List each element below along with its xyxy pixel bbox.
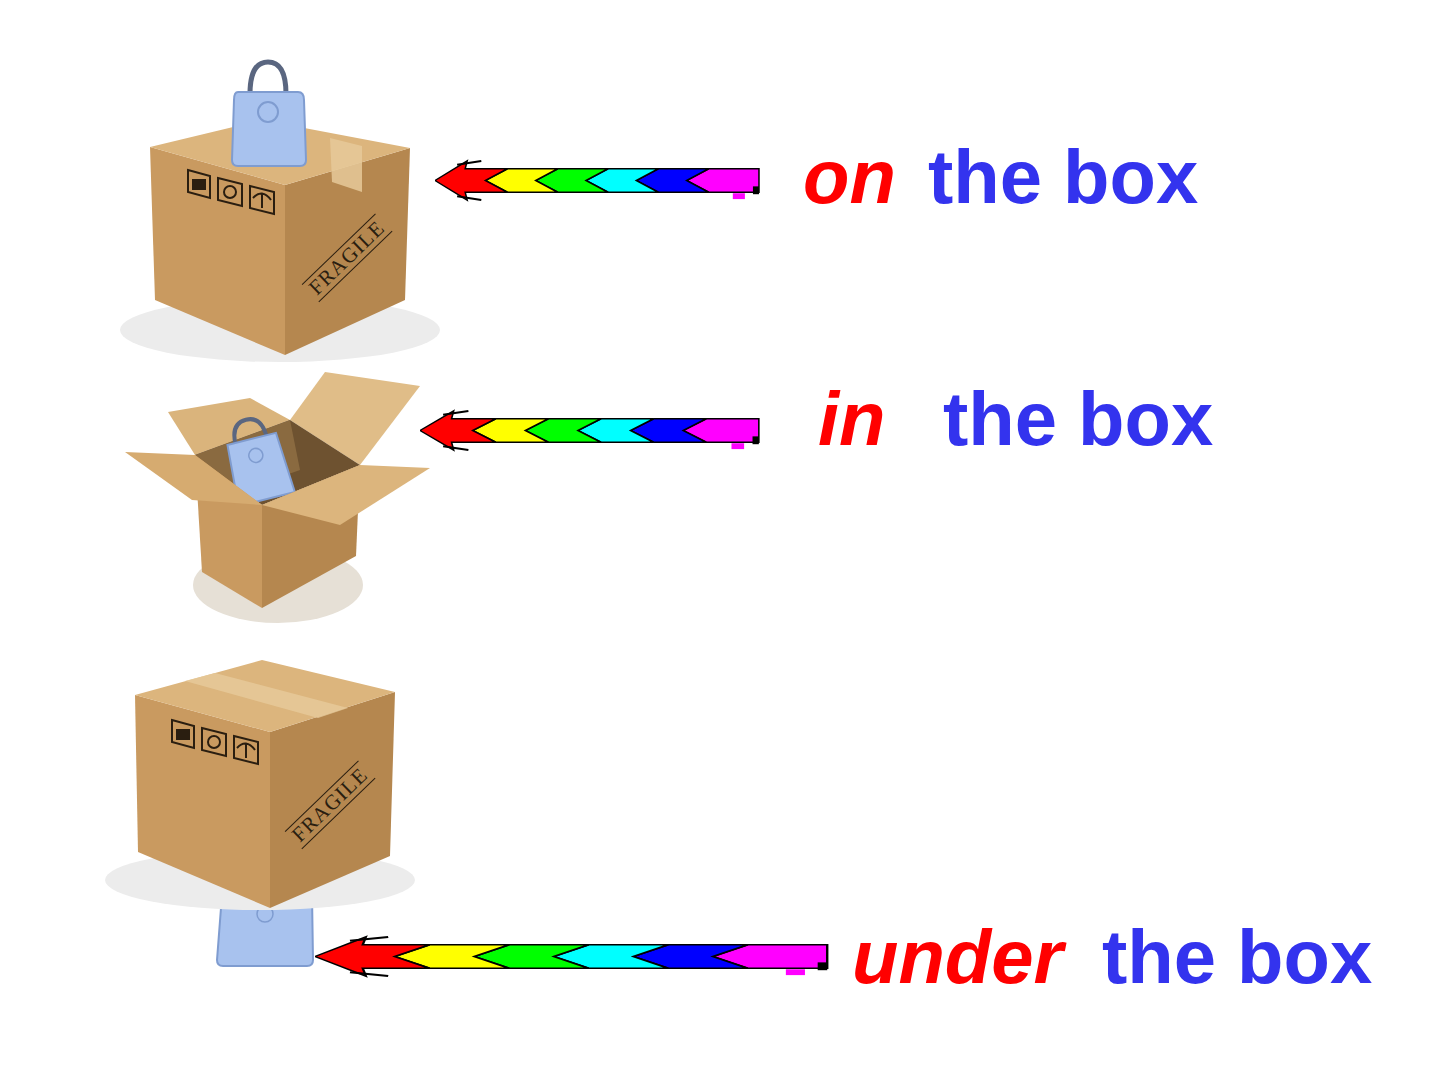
- box-under-part-part: [208, 736, 220, 748]
- box-under-part-part: [172, 720, 194, 748]
- box-under-part-part: [237, 743, 255, 758]
- rainbow-arrow: [315, 937, 827, 976]
- box-under-part-part: [177, 730, 189, 739]
- preposition: in: [818, 381, 886, 457]
- rainbow-arrow: [420, 411, 759, 450]
- box-in-front-part: [125, 452, 262, 505]
- phrase-text: the box: [928, 139, 1198, 215]
- handbag: [232, 62, 306, 166]
- preposition: on: [803, 139, 896, 215]
- box-under-part: [172, 720, 258, 764]
- box-on-part-part: [250, 186, 274, 214]
- box-in-front-part: [262, 465, 430, 525]
- phrase-text: the box: [1102, 919, 1372, 995]
- box-on-part-part: [188, 170, 210, 198]
- box-under-part: [185, 673, 348, 718]
- phrase-text: the box: [943, 381, 1213, 457]
- box-on-part-part: [193, 180, 205, 189]
- box-on-part-part: [253, 193, 271, 208]
- box-under-part: [135, 695, 270, 908]
- box-under-part-part: [234, 736, 258, 764]
- rainbow-arrow: [435, 161, 759, 200]
- box-under-part-part: [202, 728, 226, 756]
- box-on-part: [188, 170, 274, 214]
- box-on-part: [330, 138, 362, 192]
- box-in-front: [125, 452, 430, 608]
- handbag-part: [258, 102, 278, 122]
- box-under: [105, 660, 415, 910]
- handbag-part: [247, 447, 264, 464]
- box-on-part-part: [224, 186, 236, 198]
- preposition: under: [852, 919, 1063, 995]
- handbag-part: [232, 92, 306, 166]
- handbag-part: [250, 62, 286, 94]
- box-on-part-part: [218, 178, 242, 206]
